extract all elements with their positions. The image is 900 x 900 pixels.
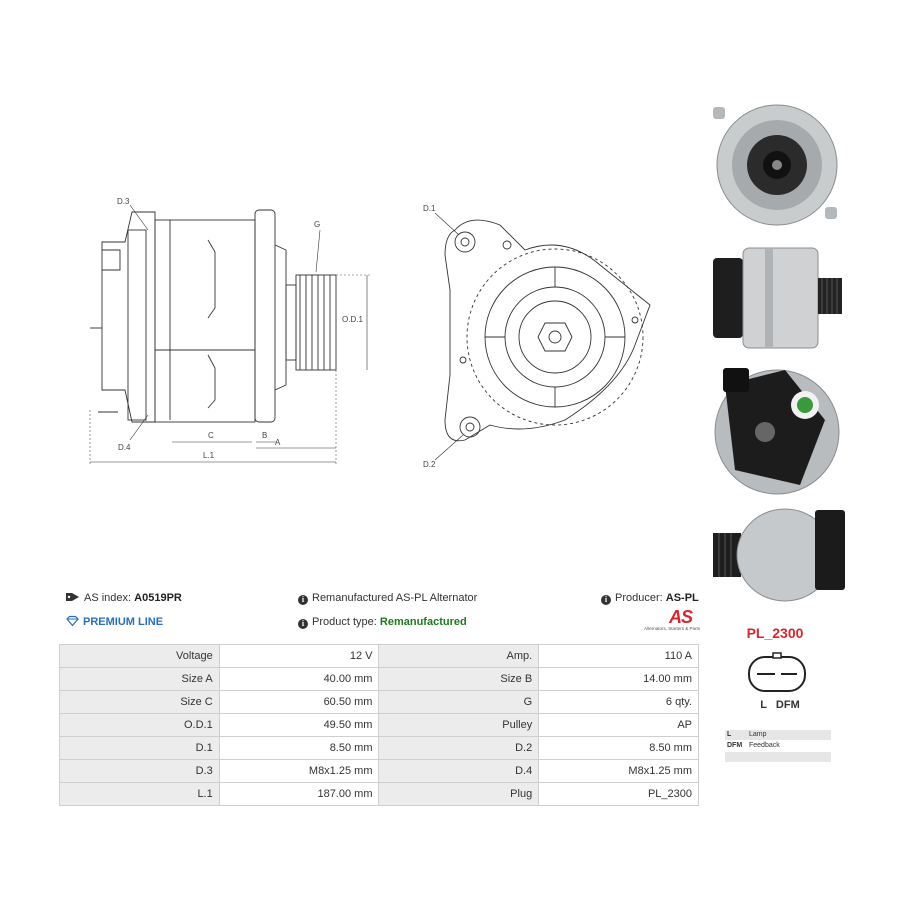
spec-label: D.2 (378, 736, 540, 760)
spec-value: 14.00 mm (538, 667, 699, 691)
plug-legend-row (725, 752, 831, 762)
alternator-front-view-photo (713, 104, 838, 226)
plug-pin-key: DFM (727, 742, 743, 749)
product-type-line: i Product type: Remanufactured (298, 616, 467, 629)
label-d2: D.2 (423, 460, 436, 469)
plug-legend-row: L Lamp (725, 730, 831, 740)
producer-line: i Producer: AS-PL (601, 592, 699, 605)
logo-tagline: Alternators, Starters & Parts (643, 626, 700, 631)
spec-label: Size A (59, 667, 220, 691)
as-index-value: A0519PR (134, 592, 182, 604)
spec-value: 6 qty. (538, 690, 699, 714)
spec-label: Plug (378, 782, 540, 806)
label-a: A (275, 438, 281, 447)
spec-value: 40.00 mm (218, 667, 380, 691)
spec-value: 12 V (218, 644, 380, 668)
description-text: Remanufactured AS-PL Alternator (312, 592, 478, 604)
label-b: B (262, 431, 267, 440)
spec-label: Size C (59, 690, 220, 714)
logo-mark: AS (668, 607, 693, 627)
plug-pin-desc: Feedback (749, 742, 780, 749)
producer-value: AS-PL (665, 592, 699, 604)
plug-connector-icon (748, 652, 806, 692)
spec-label: D.1 (59, 736, 220, 760)
spec-value: AP (538, 713, 699, 737)
spec-label: O.D.1 (59, 713, 220, 737)
spec-label: D.4 (378, 759, 540, 783)
spec-label: Amp. (378, 644, 540, 668)
premium-line-badge: PREMIUM LINE (66, 615, 164, 628)
alternator-side-view-photo (713, 247, 842, 349)
side-view-technical-drawing: D.3 D.4 G C B A L.1 O.D.1 (89, 197, 370, 465)
plug-pin-key: L (727, 731, 732, 738)
spec-value: 8.50 mm (538, 736, 699, 760)
spec-label: Pulley (378, 713, 540, 737)
spec-value: 187.00 mm (218, 782, 380, 806)
description-line: i Remanufactured AS-PL Alternator (298, 592, 477, 605)
premium-line-label: PREMIUM LINE (83, 616, 164, 628)
product-type-label: Product type: (312, 616, 377, 628)
label-d1: D.1 (423, 204, 436, 213)
spec-label: Voltage (59, 644, 220, 668)
info-icon: i (298, 595, 308, 605)
spec-value: M8x1.25 mm (218, 759, 380, 783)
label-c: C (208, 431, 214, 440)
plug-pin-desc: Lamp (749, 731, 767, 738)
as-index-line: AS index: A0519PR (66, 592, 182, 604)
alternator-angled-view-photo (713, 508, 845, 602)
label-g: G (314, 220, 320, 229)
spec-value: 110 A (538, 644, 699, 668)
spec-label: L.1 (59, 782, 220, 806)
spec-value: 49.50 mm (218, 713, 380, 737)
product-type-value: Remanufactured (379, 616, 467, 628)
tag-icon (66, 593, 79, 601)
label-d3: D.3 (117, 197, 130, 206)
producer-label: Producer: (615, 592, 663, 604)
spec-value: PL_2300 (538, 782, 699, 806)
label-d4: D.4 (118, 443, 131, 452)
spec-label: Size B (378, 667, 540, 691)
as-index-label: AS index: (84, 592, 132, 604)
as-pl-logo: AS Alternators, Starters & Parts (638, 607, 700, 637)
spec-value: M8x1.25 mm (538, 759, 699, 783)
label-l1: L.1 (203, 451, 215, 460)
plug-legend-row (725, 763, 831, 773)
plug-pins-label: L DFM (760, 699, 800, 711)
front-view-technical-drawing: D.1 D.2 (423, 204, 651, 469)
spec-label: D.3 (59, 759, 220, 783)
info-icon: i (298, 619, 308, 629)
alternator-rear-view-photo (714, 368, 840, 495)
label-od1: O.D.1 (342, 315, 363, 324)
diamond-icon (66, 615, 79, 627)
plug-legend-row: DFM Feedback (725, 741, 831, 751)
spec-label: G (378, 690, 540, 714)
spec-value: 8.50 mm (218, 736, 380, 760)
spec-value: 60.50 mm (218, 690, 380, 714)
info-icon: i (601, 595, 611, 605)
plug-code: PL_2300 (746, 625, 804, 641)
